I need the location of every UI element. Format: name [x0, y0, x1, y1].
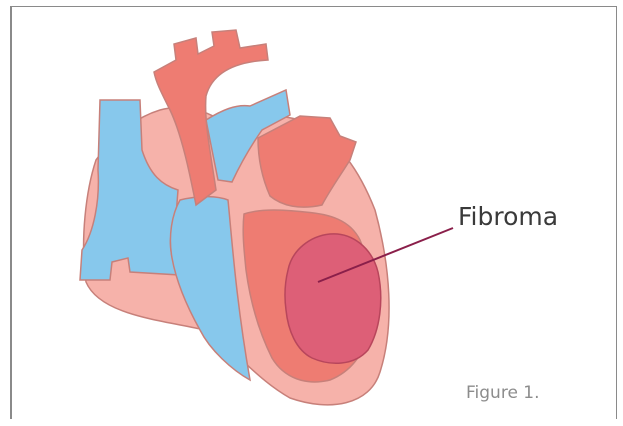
fibroma-mass [285, 234, 381, 363]
figure-caption: Figure 1. [466, 383, 540, 403]
fibroma-label: Fibroma [458, 202, 558, 231]
